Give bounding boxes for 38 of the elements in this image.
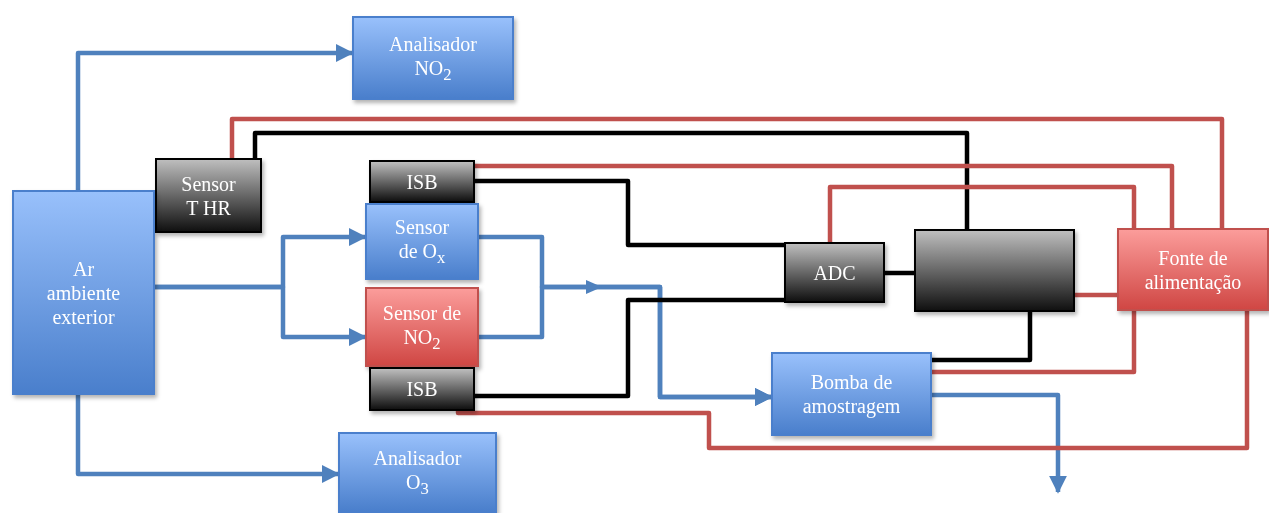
node-label: ISB bbox=[406, 377, 438, 401]
arrow bbox=[155, 284, 367, 346]
module-box bbox=[784, 242, 885, 303]
process-box bbox=[352, 16, 514, 100]
connector-line bbox=[932, 311, 1137, 375]
node-label: Sensor de NO$_{2}$ bbox=[381, 300, 463, 354]
connector-line bbox=[885, 270, 914, 276]
connector-line bbox=[455, 311, 1250, 451]
process-box bbox=[12, 190, 155, 395]
connector-line bbox=[827, 184, 1137, 242]
connector-line bbox=[229, 116, 1225, 228]
node-label: Sensor T HR bbox=[180, 171, 237, 220]
node-label: Analisador O$_{3}$ bbox=[372, 446, 463, 499]
arrow bbox=[75, 395, 340, 483]
module-box bbox=[155, 158, 262, 233]
arrow bbox=[75, 44, 354, 190]
connector-line bbox=[1075, 292, 1117, 298]
process-box bbox=[365, 203, 479, 280]
module-box bbox=[914, 229, 1075, 312]
node-label: ISB bbox=[406, 169, 438, 194]
node-label: Sensor de O$_{x}$ bbox=[393, 215, 451, 268]
node-label: Bomba de amostragem bbox=[801, 370, 902, 418]
arrow bbox=[479, 284, 773, 406]
node-label: Ar ambiente exterior bbox=[45, 256, 122, 329]
connector-line bbox=[475, 297, 784, 399]
connector-line bbox=[475, 163, 1175, 228]
module-box bbox=[369, 367, 475, 411]
process-box bbox=[365, 287, 479, 367]
connector-line bbox=[475, 178, 784, 248]
process-box bbox=[1117, 228, 1269, 311]
node-label: Analisador NO$_{2}$ bbox=[388, 31, 478, 85]
node-label: Fonte de alimentação bbox=[1143, 245, 1243, 294]
connector-line bbox=[932, 312, 1033, 363]
process-box bbox=[338, 432, 497, 513]
arrow bbox=[932, 392, 1067, 494]
node-label: ADC bbox=[813, 260, 856, 285]
process-box bbox=[771, 352, 932, 436]
module-box bbox=[369, 160, 475, 203]
